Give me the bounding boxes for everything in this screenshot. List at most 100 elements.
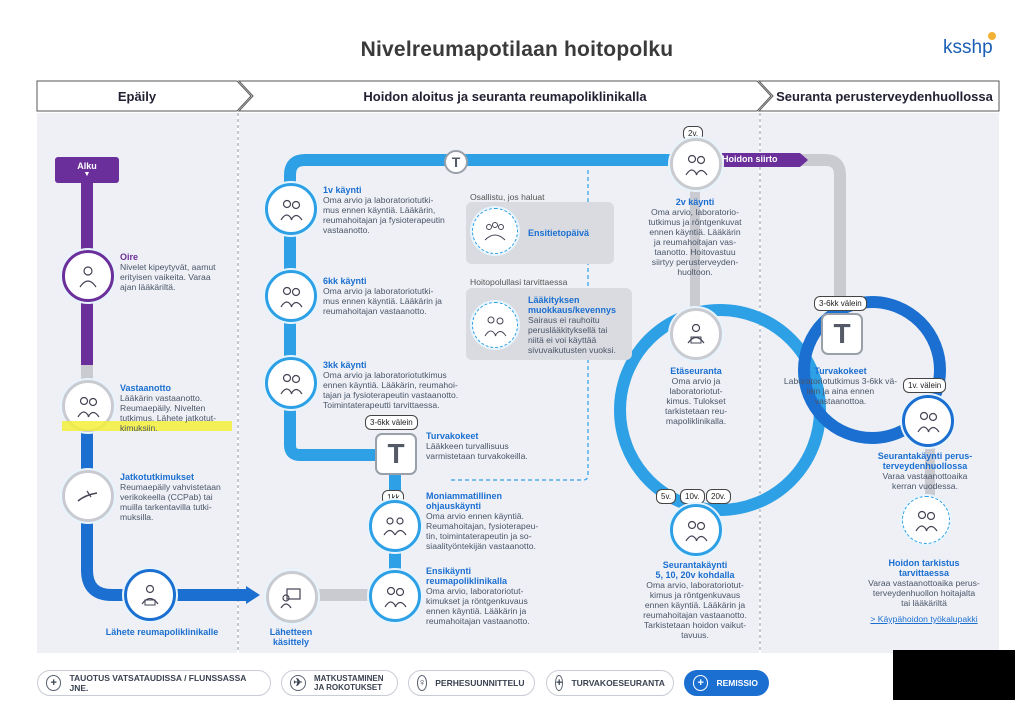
consultation-icon xyxy=(915,510,938,532)
hoidon-tarkistus-text-2: terveydenhuollon hoitajalta xyxy=(872,588,976,598)
consultation-icon xyxy=(280,373,303,395)
jatkotutkimukset-title: Jatkotutkimukset xyxy=(120,472,195,482)
kaypahoito-link[interactable]: > Käypähoidon työkalupakki xyxy=(870,614,978,624)
seurantakaynti-pth-title-2: terveydenhuollossa xyxy=(882,461,968,471)
turvakokeet2-title: Turvakokeet xyxy=(814,366,867,376)
handover-label: Hoidon siirto xyxy=(722,154,778,164)
phase-seuranta-pth: Seuranta perusterveydenhuollossa xyxy=(776,88,993,104)
kaynti3kk-node xyxy=(265,357,317,409)
phase-hoidon-aloitus: Hoidon aloitus ja seuranta reumapoliklin… xyxy=(363,88,647,104)
jatkotutkimukset-text-1: Reumaepäily vahvistetaan xyxy=(120,482,221,492)
ensikaynti-text-4: reumahoitajan vastaanotto. xyxy=(426,616,530,626)
seurantakaynti-pth-label: Seurantakäynti perus- terveydenhuollossa… xyxy=(870,451,980,491)
airplane-icon: ✈ xyxy=(290,675,306,691)
turvakoeseuranta-label: TURVAKOESEURANTA xyxy=(571,678,665,688)
top-t-marker: T xyxy=(444,150,468,174)
etaseuranta-node xyxy=(670,308,722,360)
kaynti3kk-text-3: tajan ja fysioterapeutin vastaanotto. xyxy=(323,390,459,400)
oire-text-2: erityisen vaikeita. Varaa xyxy=(120,272,211,282)
moniammatillinen-title-2: ohjauskäynti xyxy=(426,501,482,511)
kaynti1v-text-3: reumahoitajan ja fysioterapeutin xyxy=(323,215,445,225)
vastaanotto-label: Vastaanotto Lääkärin vastaanotto. Reumae… xyxy=(120,383,235,433)
kaynti3kk-label: 3kk käynti Oma arvio ja laboratoriotutki… xyxy=(323,360,473,410)
turvakokeet2-label: Turvakokeet Laboratoriotutkimus 3-6kk vä… xyxy=(783,366,898,406)
laptop-person-icon xyxy=(687,323,705,344)
turvakokeet1-label: Turvakokeet Lääkkeen turvallisuus varmis… xyxy=(426,431,551,461)
oire-label: Oire Nivelet kipeytyvät, aamut erityisen… xyxy=(120,252,230,292)
start-label: Alku xyxy=(77,161,97,171)
matkustaminen-label-1: MATKUSTAMINEN xyxy=(314,674,384,683)
lahetteen-node xyxy=(266,571,318,623)
kaynti2v-text-3: ennen käyntiä. Lääkärin xyxy=(649,227,741,237)
matkustaminen-button[interactable]: ✈ MATKUSTAMINEN JA ROKOTUKSET xyxy=(281,670,398,696)
consultation-icon xyxy=(685,520,708,542)
vastaanotto-text-4: kimuksiin. xyxy=(120,423,158,433)
tauotus-button[interactable]: + TAUOTUS VATSATAUDISSA / FLUNSSASSA JNE… xyxy=(37,670,271,696)
kaynti6kk-node xyxy=(265,270,317,322)
jatkotutkimukset-text-2: verikokeella (CCPab) tai xyxy=(120,492,213,502)
seurantakaynti-text-5: Tarkistetaan hoidon vaikut- xyxy=(643,620,747,630)
doctor-writing-icon xyxy=(141,584,159,606)
highlight-marker xyxy=(62,421,232,431)
turvakokeet2-node: T xyxy=(821,313,863,355)
moniammatillinen-text-4: siaalityöntekijän vastaanotto. xyxy=(426,541,536,551)
laakitys-text-3: niitä ei voi käyttää xyxy=(528,335,597,345)
kaynti1v-node xyxy=(265,183,317,235)
group-icon xyxy=(484,222,506,241)
oire-node xyxy=(62,250,114,302)
consultation-icon xyxy=(917,411,940,433)
vastaanotto-title: Vastaanotto xyxy=(120,383,172,393)
kaynti1v-label: 1v käynti Oma arvio ja laboratoriotutki-… xyxy=(323,185,463,235)
hoidon-tarkistus-title-2: tarvittaessa xyxy=(898,568,950,578)
lahetteen-title: Lähetteen käsittely xyxy=(256,627,326,647)
moniammatillinen-text-1: Oma arvio ennen käyntiä. xyxy=(426,511,524,521)
vastaanotto-text-2: Reumaepäily. Nivelten xyxy=(120,403,206,413)
moniammatillinen-title-1: Moniammatillinen xyxy=(426,491,503,501)
perhesuunnittelu-label: PERHESUUNNITTELU xyxy=(435,678,525,688)
kaynti1v-text-1: Oma arvio ja laboratoriotutki- xyxy=(323,195,434,205)
kaynti3kk-title: 3kk käynti xyxy=(323,360,367,370)
vastaanotto-text-1: Lääkärin vastaanotto. xyxy=(120,393,203,403)
laakitys-text-2: peruslääkityksellä tai xyxy=(528,325,608,335)
lahetteen-title-2: käsittely xyxy=(272,637,310,647)
caret-down-icon: ▼ xyxy=(83,171,91,178)
kaynti2v-label: 2v käynti Oma arvio, laboratorio- tutkim… xyxy=(640,197,750,277)
start-marker: Alku ▼ xyxy=(55,157,119,183)
hoidon-tarkistus-text-3: tai lääkäriltä xyxy=(901,598,947,608)
etaseuranta-text-3: kimus. Tulokset xyxy=(666,396,726,406)
turvakoeseuranta-button[interactable]: + TURVAKOESEURANTA xyxy=(546,670,674,696)
tag-1v: 1v. välein xyxy=(903,378,947,393)
phase-epaily: Epäily xyxy=(117,88,157,104)
remissio-button[interactable]: + REMISSIO xyxy=(684,670,769,696)
perhesuunnittelu-button[interactable]: ♀ PERHESUUNNITTELU xyxy=(408,670,535,696)
matkustaminen-label: MATKUSTAMINEN JA ROKOTUKSET xyxy=(314,674,383,692)
etaseuranta-label: Etäseuranta Oma arvio ja laboratoriotut-… xyxy=(660,366,732,426)
turvakokeet1-text-1: Lääkkeen turvallisuus xyxy=(426,441,509,451)
turvakokeet1-text-2: varmistetaan turvakokeilla. xyxy=(426,451,528,461)
turvakokeet1-title: Turvakokeet xyxy=(426,431,479,441)
jatkotutkimukset-label: Jatkotutkimukset Reumaepäily vahvistetaa… xyxy=(120,472,235,522)
consultation-icon xyxy=(280,286,303,308)
panel-epaily xyxy=(37,113,237,653)
seurantakaynti-pth-text-1: Varaa vastaanottoaika xyxy=(882,471,968,481)
ensikaynti-label: Ensikäynti reumapoliklinikalla Oma arvio… xyxy=(426,566,551,626)
kaynti2v-node xyxy=(670,138,722,190)
kaynti2v-text-1: Oma arvio, laboratorio- xyxy=(651,207,739,217)
ensikaynti-text-3: ennen käyntiä. Lääkärin ja xyxy=(426,606,527,616)
person-icon xyxy=(79,266,97,288)
osallistu-label: Osallistu, jos haluat xyxy=(470,192,545,202)
plus-icon: + xyxy=(555,675,564,691)
consultation-icon xyxy=(685,154,708,176)
tag-10v: 10v. xyxy=(680,489,705,504)
ensikaynti-text-1: Oma arvio, laboratoriotut- xyxy=(426,586,524,596)
tag-3-6kk-a: 3-6kk välein xyxy=(365,415,418,430)
consultation-icon xyxy=(384,586,407,608)
laakitys-title-1: Lääkityksen xyxy=(528,295,580,305)
oire-text-3: ajan lääkäriltä. xyxy=(120,282,176,292)
seurantakaynti-text-4: reumahoitajan vastaanotto. xyxy=(643,610,747,620)
logo: ksshp xyxy=(943,37,993,58)
laakitys-text-4: sivuvaikutusten vuoksi. xyxy=(528,345,616,355)
kaynti6kk-text-3: reumahoitajan vastaanotto. xyxy=(323,306,427,316)
kaynti2v-text-6: siirtyy perusterveyden- xyxy=(651,257,739,267)
ensikaynti-title-1: Ensikäynti xyxy=(426,566,472,576)
